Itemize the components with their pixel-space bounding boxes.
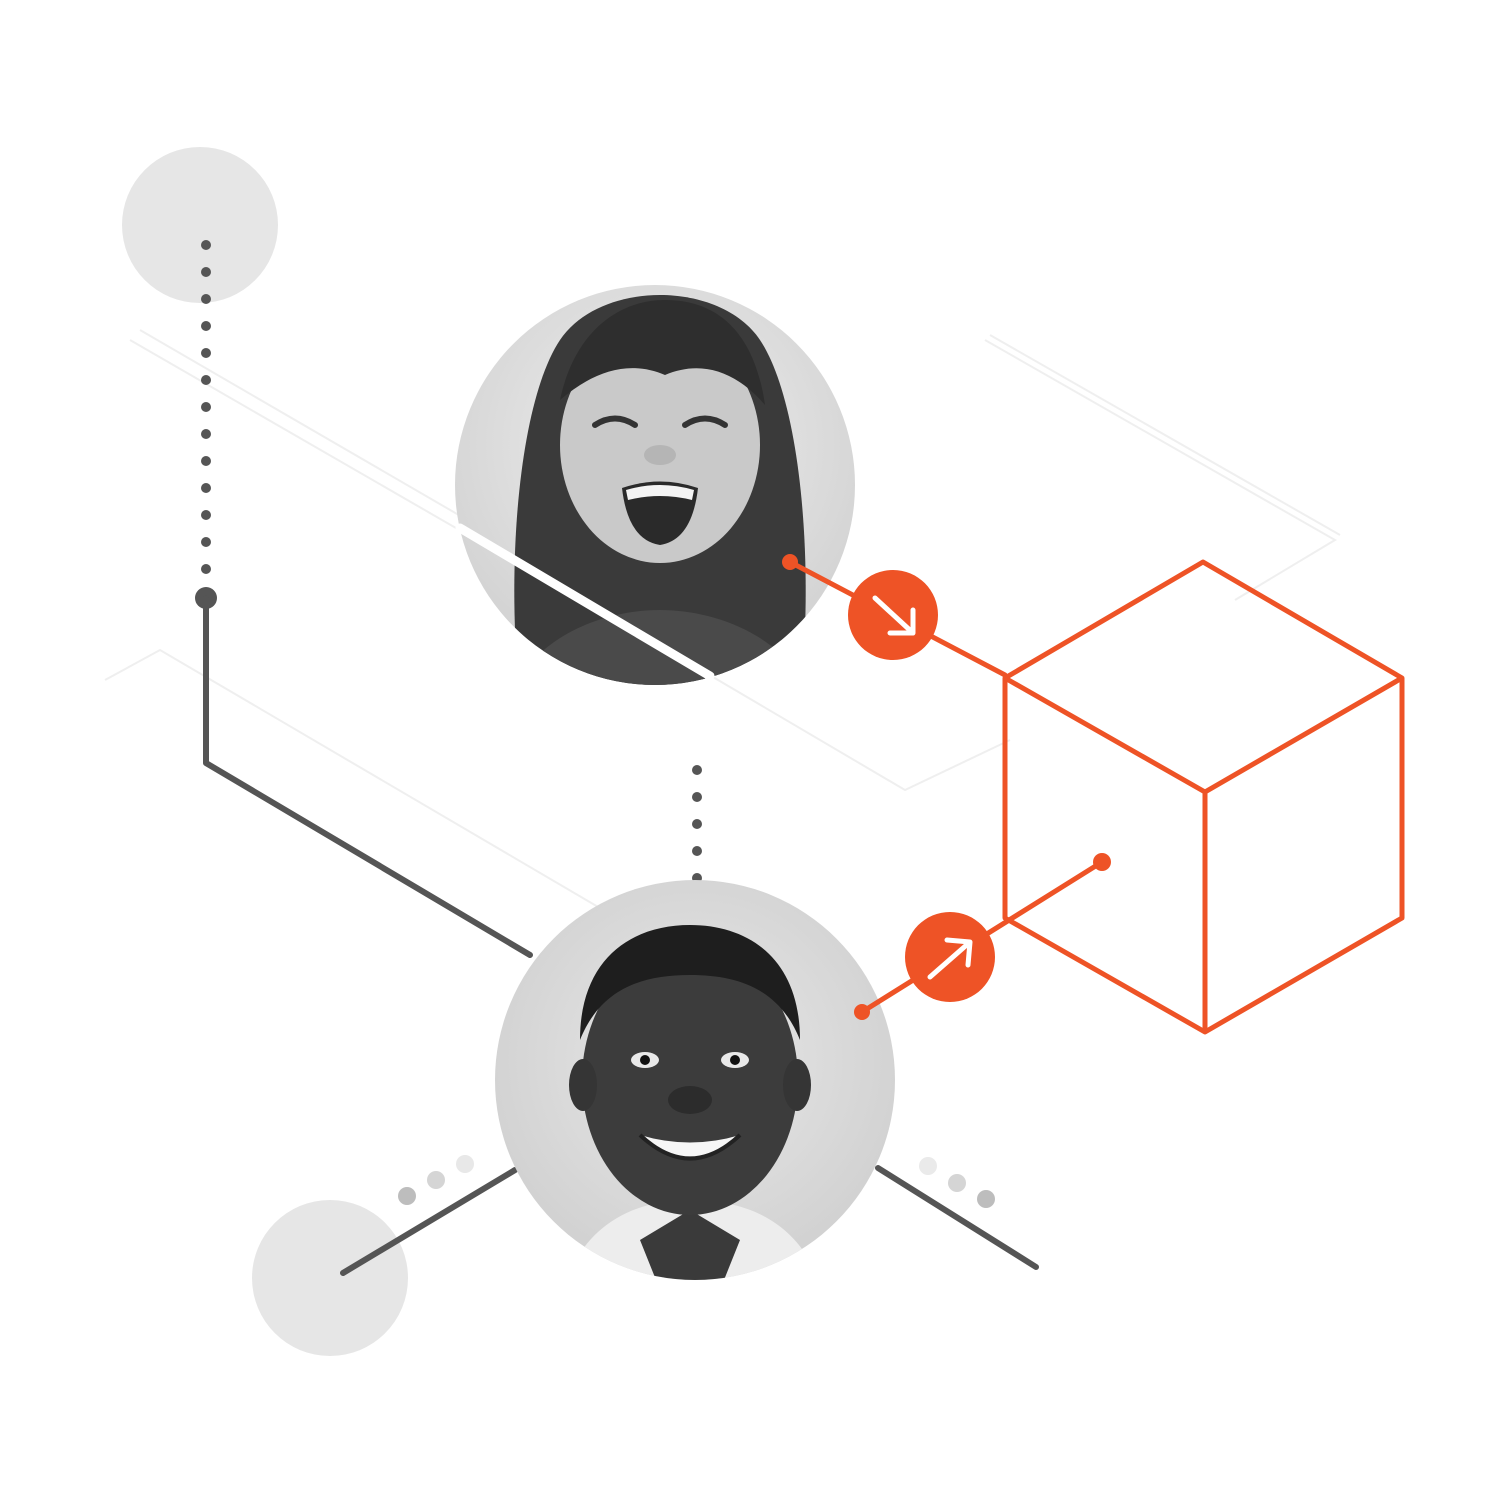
- connector-line-left: [203, 595, 533, 958]
- arrow-down-right-icon: [848, 570, 938, 660]
- avatar-girl-laughing: [455, 285, 855, 685]
- connector-line-bottom-left: [340, 1167, 518, 1276]
- avatar-man-smiling: [495, 880, 895, 1280]
- connector-line-bottom-right: [875, 1165, 1039, 1270]
- dotted-connector-middle: [692, 765, 702, 883]
- cube-outline-icon: [1002, 559, 1405, 1035]
- decorative-dots-bottom-left: [398, 1155, 474, 1205]
- placeholder-circle-top-left: [122, 147, 278, 303]
- arrow-up-right-icon: [905, 912, 995, 1002]
- decorative-dots-bottom-right: [919, 1157, 995, 1208]
- dotted-connector-left: [201, 240, 211, 574]
- background-guide-lines: [104, 329, 1341, 956]
- placeholder-circle-bottom-left: [252, 1200, 408, 1356]
